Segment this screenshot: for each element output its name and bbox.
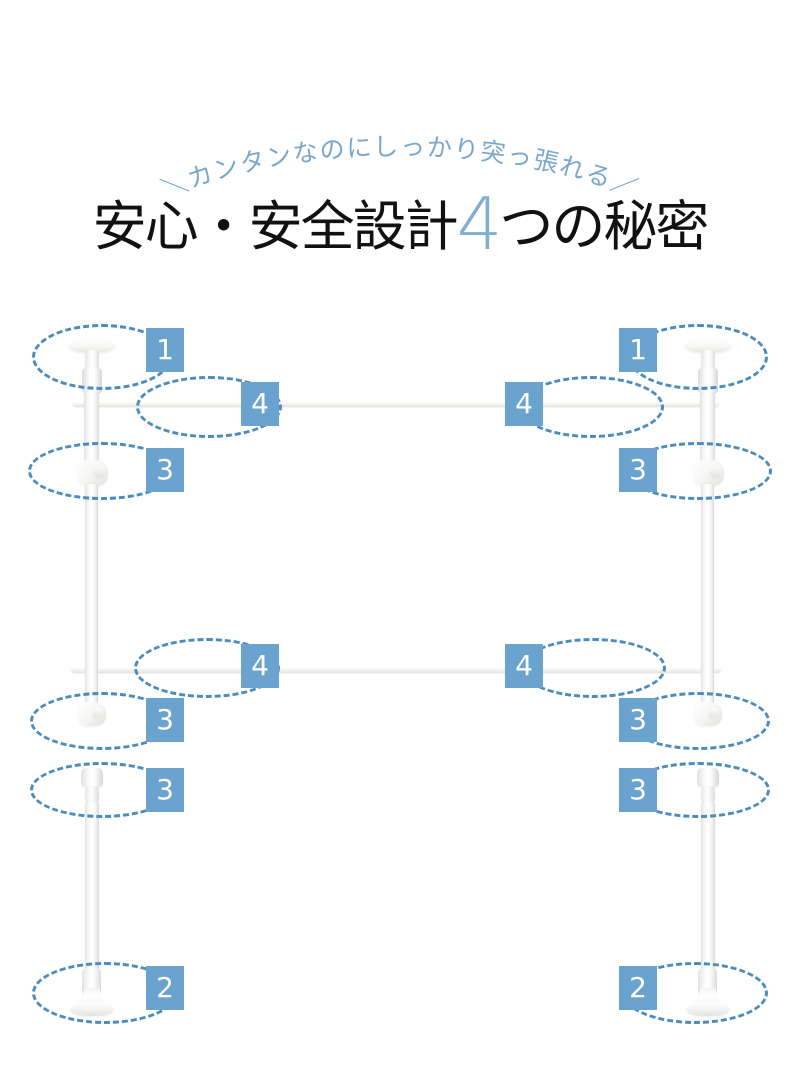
badge-right-foot[interactable]: 2 xyxy=(619,966,657,1010)
headline-prefix: 安心・安全設計 xyxy=(92,195,459,258)
pole-shaft-mid-right xyxy=(701,484,714,706)
badge-left-knob-upper[interactable]: 3 xyxy=(146,448,184,492)
catch-copy-textpath: ＼カンタンなのにしっかり突っ張れる／ xyxy=(158,132,641,204)
highlight-ellipse-left-rod-top xyxy=(136,376,282,438)
badge-right-knob-upper[interactable]: 3 xyxy=(619,448,657,492)
badge-left-ceiling-cap[interactable]: 1 xyxy=(146,328,184,372)
badge-right-ceiling-cap[interactable]: 1 xyxy=(619,328,657,372)
pole-shaft-mid-left xyxy=(85,484,98,706)
catch-copy-text: ＼カンタンなのにしっかり突っ張れる／ xyxy=(158,132,643,204)
hanger-rod-top xyxy=(72,398,720,407)
product-diagram: 1 4 3 4 3 3 2 1 4 3 4 3 3 2 xyxy=(0,300,800,1070)
badge-left-foot[interactable]: 2 xyxy=(146,966,184,1010)
pole-left xyxy=(62,300,122,1070)
badge-right-rod-mid[interactable]: 4 xyxy=(505,644,543,688)
badge-left-rod-mid[interactable]: 4 xyxy=(241,644,279,688)
catch-copy: ＼カンタンなのにしっかり突っ張れる／ xyxy=(158,132,643,204)
pole-shaft-lower-right xyxy=(701,802,715,972)
badge-right-rod-top[interactable]: 4 xyxy=(505,382,543,426)
badge-right-knob-lower[interactable]: 3 xyxy=(619,698,657,742)
badge-left-rod-top[interactable]: 4 xyxy=(241,382,279,426)
headline-number: 4 xyxy=(456,182,503,266)
hanger-rod-mid xyxy=(70,664,722,673)
pole-right xyxy=(678,300,738,1070)
badge-right-collar[interactable]: 3 xyxy=(619,768,657,812)
headline-suffix: つの秘密 xyxy=(499,195,709,258)
badge-left-collar[interactable]: 3 xyxy=(146,768,184,812)
pole-shaft-lower-left xyxy=(85,802,99,972)
page-title: 安心・安全設計4つの秘密 xyxy=(0,188,800,260)
badge-left-knob-lower[interactable]: 3 xyxy=(146,698,184,742)
